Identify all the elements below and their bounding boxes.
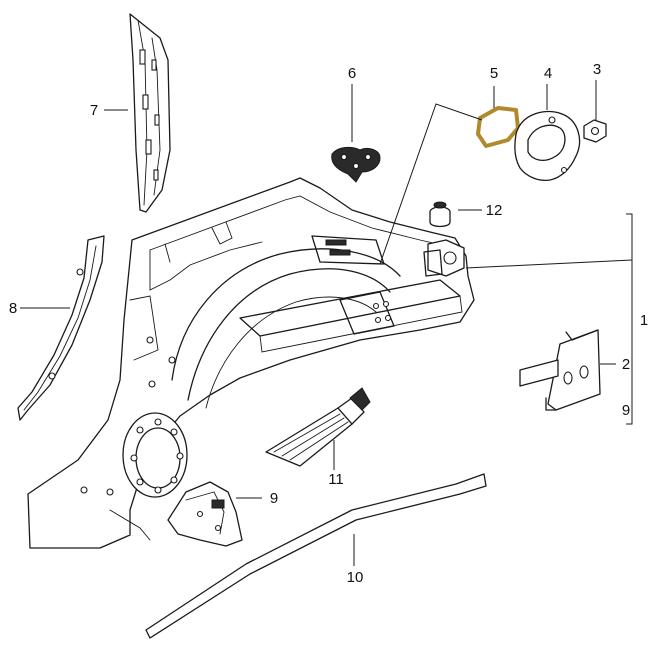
- part-3-nut[interactable]: [583, 119, 607, 143]
- part-1-quarter-panel-assembly[interactable]: [27, 177, 475, 549]
- part-7-pillar-strip[interactable]: [129, 13, 171, 213]
- callout-9-right: 9: [622, 402, 630, 419]
- part-4-mounting-plate[interactable]: [514, 110, 581, 182]
- part-6-rubber-mount[interactable]: [331, 146, 381, 183]
- callout-5: 5: [490, 65, 498, 82]
- callout-12: 12: [486, 202, 503, 219]
- callout-labels: 1 2 3 4 5 6 7 8 9 9 10 11 12: [9, 61, 648, 586]
- part-10-seal-strip[interactable]: [145, 473, 487, 639]
- callout-10: 10: [347, 569, 364, 586]
- callout-9-bottom: 9: [270, 490, 278, 507]
- callout-1: 1: [640, 312, 648, 329]
- callout-4: 4: [544, 65, 552, 82]
- part-12-bushing[interactable]: [429, 201, 451, 228]
- callout-2: 2: [622, 356, 630, 373]
- leader-lines: [20, 80, 633, 566]
- callout-3: 3: [593, 61, 601, 78]
- callout-8: 8: [9, 300, 17, 317]
- part-2-bracket[interactable]: [519, 329, 601, 411]
- callout-11: 11: [328, 471, 344, 488]
- callout-7: 7: [90, 102, 98, 119]
- part-5-gasket[interactable]: [476, 106, 520, 148]
- part-8-trim-strip[interactable]: [17, 235, 105, 421]
- part-9-lower-bracket[interactable]: [167, 481, 243, 547]
- part-11-sealant-tube[interactable]: [265, 387, 371, 467]
- callout-6: 6: [348, 65, 356, 82]
